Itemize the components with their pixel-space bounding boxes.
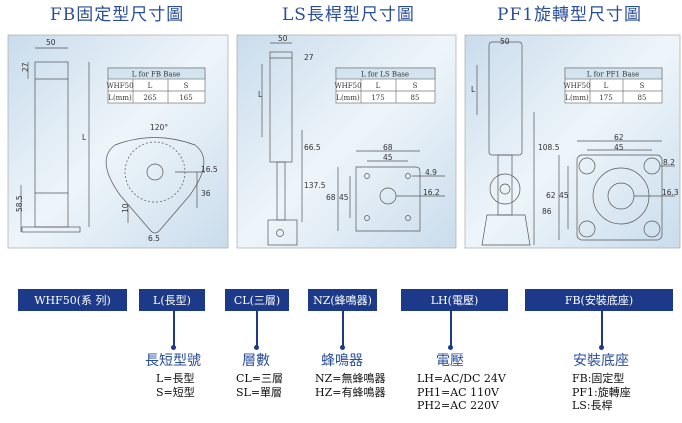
svg-text:L(mm): L(mm) [336,94,360,102]
pf1-plate-drawing [576,154,663,241]
svg-text:58.5: 58.5 [15,195,24,212]
svg-text:36: 36 [201,189,211,198]
connector-line [256,311,258,348]
connector-line [601,311,603,348]
svg-text:27: 27 [304,53,314,62]
table-title: L for PF1 Base [587,71,640,79]
svg-text:16.3: 16.3 [662,188,679,197]
svg-text:16.2: 16.2 [423,188,440,197]
heading-length: 長短型號 [145,353,201,369]
svg-text:62: 62 [546,191,556,200]
title-pf1: PF1旋轉型尺寸圖 [497,5,643,25]
svg-text:S: S [640,82,645,90]
svg-text:WHF50: WHF50 [334,82,361,90]
series-box: WHF50(系 列) [18,289,127,311]
svg-text:50: 50 [500,37,510,46]
svg-text:L: L [82,133,87,142]
table-ls: L for LS Base WHF50 L S L(mm) 175 85 [334,67,436,104]
svg-text:85: 85 [638,94,647,102]
svg-text:175: 175 [371,94,384,102]
svg-text:137.5: 137.5 [304,181,326,190]
svg-text:WHF50: WHF50 [106,82,133,90]
svg-text:45: 45 [339,193,349,202]
connector-dot [448,345,453,350]
svg-text:66.5: 66.5 [304,143,321,152]
svg-text:85: 85 [411,94,420,102]
svg-text:L: L [471,85,476,94]
svg-text:165: 165 [179,94,192,102]
voltage-box: LH(電壓) [401,289,508,311]
connector-dot [254,345,259,350]
svg-text:4.9: 4.9 [425,168,437,177]
dim-labels: 50 27 L 58.5 120° 16.5 36 10 6.5 50 27 L… [15,34,679,243]
svg-text:L: L [148,82,153,90]
svg-text:45: 45 [559,191,569,200]
heading-layers: 層數 [242,353,270,369]
connector-line [342,311,344,348]
connector-line [450,311,452,348]
panel-pf1 [464,34,681,249]
connector-line [173,311,175,348]
buzzer-box: NZ(蜂鳴器) [308,289,377,311]
svg-text:62: 62 [614,133,624,142]
connector-dot [171,345,176,350]
ls-plate-drawing [355,166,421,232]
svg-text:265: 265 [143,94,156,102]
svg-text:16.5: 16.5 [201,165,218,174]
svg-text:L: L [376,82,381,90]
svg-text:L: L [258,90,263,99]
svg-text:S: S [413,82,418,90]
connector-dot [599,345,604,350]
fb-base-drawing [105,137,205,234]
table-title: L for LS Base [361,71,409,79]
svg-text:45: 45 [383,153,393,162]
svg-text:6.5: 6.5 [148,234,160,243]
table-fb: L for FB Base WHF50 L S L(mm) 265 165 [106,67,206,104]
svg-text:WHF50: WHF50 [563,82,590,90]
svg-text:108.5: 108.5 [538,143,560,152]
svg-text:50: 50 [278,34,288,43]
svg-text:68: 68 [326,193,336,202]
title-fb: FB固定型尺寸圖 [50,5,185,25]
svg-text:27: 27 [21,62,30,72]
svg-text:L(mm): L(mm) [108,94,132,102]
connector-dot [340,345,345,350]
heading-buzzer: 蜂鳴器 [321,353,363,369]
table-title: L for FB Base [132,71,181,79]
svg-text:45: 45 [614,143,624,152]
base-box: FB(安裝底座) [525,289,673,311]
layer-box: CL(三層) [225,289,289,311]
svg-text:120°: 120° [150,123,168,132]
svg-text:50: 50 [46,38,56,47]
svg-text:8.2: 8.2 [663,158,675,167]
heading-base: 安裝底座 [573,353,629,369]
title-ls: LS長桿型尺寸圖 [282,5,415,25]
panel-fb [7,34,229,249]
svg-text:S: S [184,82,189,90]
svg-text:10: 10 [121,203,130,213]
svg-text:68: 68 [383,143,393,152]
svg-text:L: L [604,82,609,90]
svg-text:86: 86 [542,207,552,216]
length-box: L(長型) [139,289,205,311]
svg-text:L(mm): L(mm) [565,94,589,102]
panel-ls [236,34,457,249]
svg-text:175: 175 [599,94,612,102]
table-pf1: L for PF1 Base WHF50 L S L(mm) 175 85 [563,67,663,104]
heading-voltage: 電壓 [436,353,464,369]
